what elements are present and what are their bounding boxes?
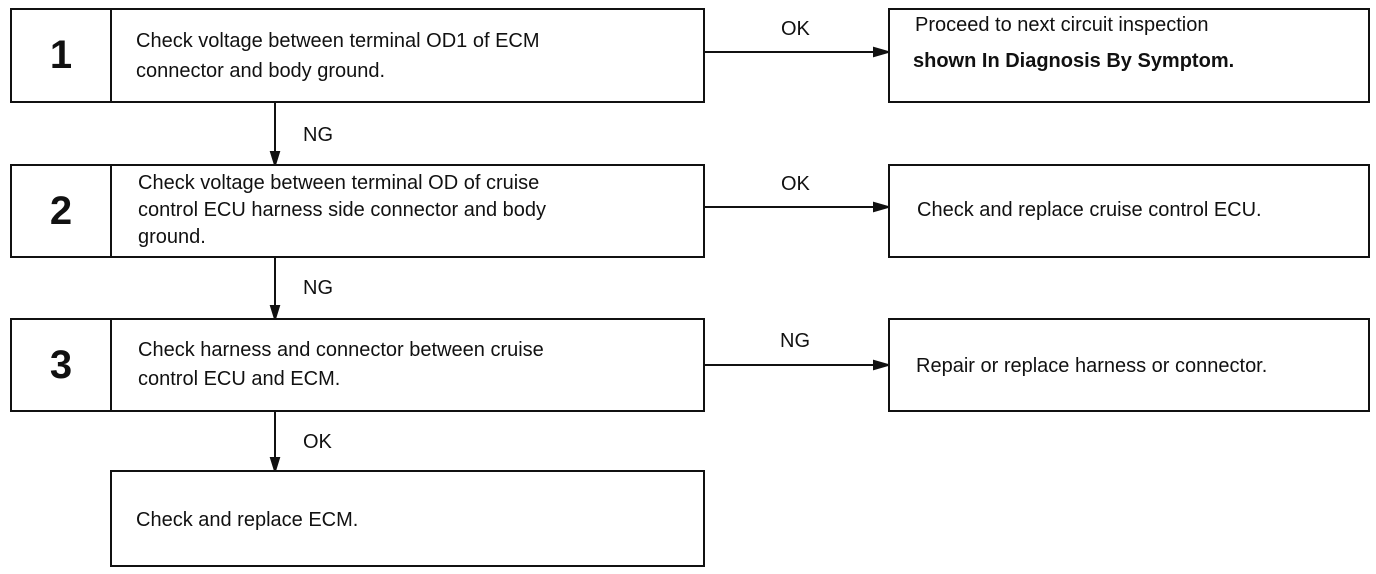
step-3-box: [110, 318, 705, 412]
step-1-number: 1: [10, 8, 111, 103]
arrowhead-step1-ng: [269, 151, 281, 169]
branch-label-step2: OK: [781, 173, 810, 195]
step-2-line-1: Check voltage between terminal OD of cru…: [138, 172, 540, 194]
arrowhead-step2-ok: [873, 201, 892, 213]
step-1-line-1: Check voltage between terminal OD1 of EC…: [136, 30, 540, 52]
final-line-1: Check and replace ECM.: [136, 509, 359, 531]
branch-label-step1: OK: [781, 18, 810, 40]
down-label-step2: NG: [303, 277, 333, 299]
result-1-line-1: Proceed to next circuit inspection: [915, 14, 1209, 36]
result-1-box: [888, 8, 1370, 103]
arrowhead-step1-ok: [873, 46, 892, 58]
step-2-number: 2: [10, 164, 111, 258]
step-1-line-2: connector and body ground.: [136, 60, 386, 82]
step-2-line-2: control ECU harness side connector and b…: [138, 199, 547, 221]
step-2-line-3: ground.: [138, 226, 206, 248]
down-label-step1: NG: [303, 124, 333, 146]
branch-label-step3: NG: [780, 330, 810, 352]
step-3-number: 3: [10, 318, 111, 412]
step-2-box: [110, 164, 705, 258]
down-label-step3: OK: [303, 431, 332, 453]
final-box: [110, 470, 705, 567]
result-3-line-1: Repair or replace harness or connector.: [916, 355, 1268, 377]
result-3-box: [888, 318, 1370, 412]
result-2-box: [888, 164, 1370, 258]
step-3-line-1: Check harness and connector between crui…: [138, 339, 544, 361]
step-3-line-2: control ECU and ECM.: [138, 368, 341, 390]
arrowhead-step2-ng: [269, 305, 281, 323]
arrowhead-step3-ok: [269, 457, 281, 475]
arrowhead-step3-ng: [873, 359, 892, 371]
result-1-line-2: shown In Diagnosis By Symptom.: [913, 50, 1235, 72]
step-1-box: [110, 8, 705, 103]
result-2-line-1: Check and replace cruise control ECU.: [917, 199, 1262, 221]
